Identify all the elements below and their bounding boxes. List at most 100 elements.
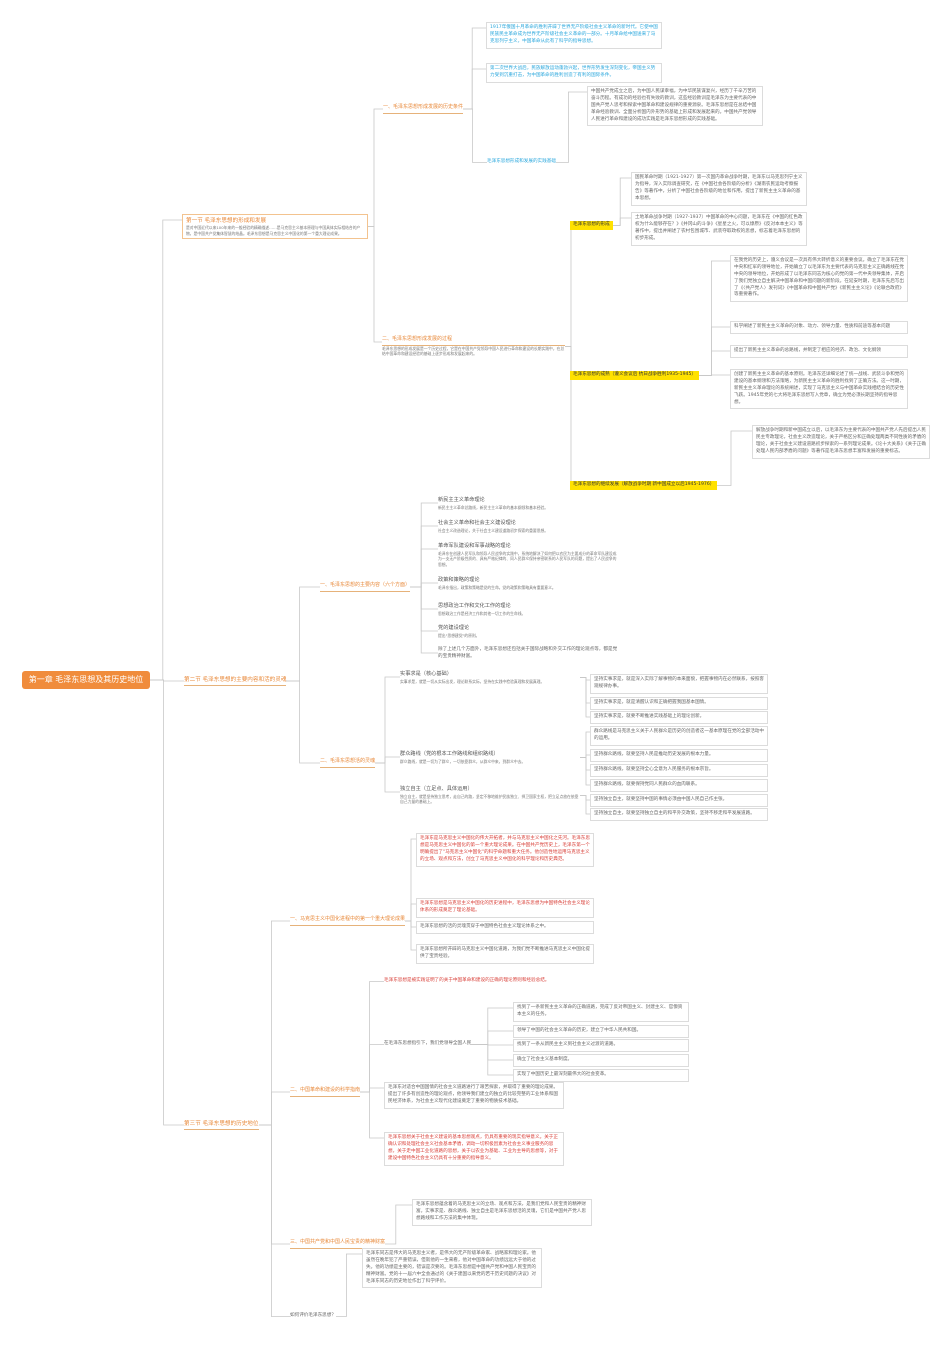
connector-line bbox=[286, 680, 320, 764]
s3b-guide-label[interactable]: 在毛泽东思想指引下，我们党领导全国人民 bbox=[384, 1041, 472, 1046]
connector-line bbox=[375, 762, 400, 793]
soul-item-1-title: 实事求是（核心基础） bbox=[400, 671, 452, 677]
soul-item-1[interactable]: 实事求是（核心基础） 实事求是，就是一切从实际出发，理论联系实际，坚持在实践中检… bbox=[400, 671, 580, 684]
stage2-p3[interactable]: 提出了新民主主义革命的总路线，并制定了相应的经济、政治、文化纲领 bbox=[730, 345, 908, 358]
connector-line bbox=[565, 346, 572, 486]
s3b-item-1[interactable]: 找到了一条新民主主义革命的正确道路，完成了反对帝国主义、封建主义、官僚资本主义的… bbox=[513, 1002, 689, 1022]
evaluation-text[interactable]: 毛泽东同志是伟大的马克思主义者，是伟大的无产阶级革命家、战略家和理论家。他虽然在… bbox=[362, 1248, 542, 1289]
connector-line bbox=[360, 981, 384, 1093]
connector-line bbox=[580, 731, 590, 758]
section3-sub3-title[interactable]: 三、中国共产党和中国人民宝贵的精神财富 bbox=[290, 1239, 386, 1249]
connector-line bbox=[410, 502, 438, 588]
connector-line bbox=[699, 350, 730, 376]
content-item-6-note: 提出"思想建党"的原则。 bbox=[438, 632, 480, 638]
connector-line bbox=[471, 1030, 513, 1045]
stage2-p1[interactable]: 在我党的历史上，遵义会议是一次具有伟大转折意义的重要会议。确立了毛泽东在党中央和… bbox=[730, 255, 908, 303]
s1a-node3[interactable]: 中国共产党成立之后，为中国人民谋幸福，为中华民族谋复兴，经历了千辛万苦的奋斗历程… bbox=[587, 86, 763, 127]
soul-2-child-4[interactable]: 坚持群众路线，就要保持党同人民群众的血肉联系。 bbox=[590, 779, 768, 792]
connector-line bbox=[463, 68, 486, 110]
stage1-period2[interactable]: 土地革命战争时期（1927-1937）中国革命的中心问题，毛泽东在《中国的红色政… bbox=[631, 212, 807, 246]
connector-line bbox=[405, 920, 416, 928]
section2-sub2-title[interactable]: 二、毛泽东思想活的灵魂 bbox=[320, 758, 376, 768]
connector-line bbox=[375, 676, 400, 764]
s1a-node2[interactable]: 第二次世界大战后，民族解放运动蓬勃兴起，世界形势发生深刻变化，帝国主义势力受到沉… bbox=[486, 63, 662, 83]
section1-sub2[interactable]: 二、毛泽东思想形成发展的过程 毛泽东思想的形成发展是一个历史过程，它是在中国共产… bbox=[382, 336, 565, 357]
content-item-2-title: 社会主义革命和社会主义建设理论 bbox=[438, 520, 516, 526]
content-item-1[interactable]: 新民主主义革命理论 新民主主义革命总路线，新民主主义革命的基本纲领和基本经验。 bbox=[438, 497, 618, 510]
stage3-label[interactable]: 毛泽东思想的继续发展（解放战争时期 新中国成立以后1945-1976） bbox=[570, 481, 718, 490]
soul-item-2[interactable]: 群众路线（党的根本工作路线和组织路线） 群众路线，就是一切为了群众，一切依靠群众… bbox=[400, 751, 580, 764]
s3a-p1[interactable]: 毛泽东是马克思主义中国化的伟大开拓者，并与马克思主义中国化之先河。毛泽东思想是马… bbox=[416, 833, 594, 867]
section1-sub1-title[interactable]: 一、毛泽东思想形成发展的历史条件 bbox=[383, 104, 464, 114]
stage3-p1[interactable]: 解放战争时期和新中国成立以后，以毛泽东为主要代表的中国共产党人先后提出人民民主专… bbox=[752, 425, 930, 459]
content-item-6[interactable]: 党的建设理论 提出"思想建党"的原则。 bbox=[438, 625, 618, 638]
s3c-p1[interactable]: 毛泽东思想蕴含着的马克思主义的立场、观点和方法，是我们党和人民宝贵的精神财富。实… bbox=[412, 1199, 592, 1226]
s3b-lead[interactable]: 毛泽东思想是被实践证明了的关于中国革命和建设的正确的理论原则和经验总结。 bbox=[384, 978, 550, 983]
s3b-item-2[interactable]: 领导了中国的社会主义革命的历史，建立了中华人民共和国。 bbox=[513, 1025, 689, 1038]
soul-2-child-3[interactable]: 坚持群众路线，就要坚持全心全意为人民服务的根本宗旨。 bbox=[590, 764, 768, 777]
soul-3-child-2[interactable]: 坚持独立自主，就要坚持独立自主的和平外交政策，坚持不移走和平发展道路。 bbox=[590, 808, 768, 821]
connector-line bbox=[410, 525, 438, 588]
connector-line bbox=[360, 1091, 384, 1139]
root-node[interactable]: 第一章 毛泽东思想及其历史地位 bbox=[22, 671, 150, 690]
s3b-item-4[interactable]: 确立了社会主义基本制度。 bbox=[513, 1054, 689, 1067]
connector-line bbox=[410, 586, 438, 610]
stage2-p2[interactable]: 科学阐述了新民主主义革命的对象、动力、领导力量、性质和前途等基本问题 bbox=[730, 321, 908, 334]
stage2-label[interactable]: 毛泽东思想的成熟（遵义会议后 抗日战争胜利1935-1945） bbox=[570, 371, 699, 380]
connector-line bbox=[150, 679, 184, 1126]
soul-3-child-1[interactable]: 坚持独立自主，就要坚持中国的事情必须由中国人民自己作主张。 bbox=[590, 794, 768, 807]
stage1-label[interactable]: 毛泽东思想的形成 bbox=[570, 221, 613, 230]
soul-item-3-note: 独立自主，就是坚持独立思考，走自己的路，坚定不移地维护民族独立、捍卫国家主权，把… bbox=[400, 793, 579, 805]
connector-line bbox=[405, 838, 416, 922]
section1-node[interactable]: 第一节 毛泽东思想的形成和发展 是对中国近代以来100年来的一般经验的精确描述…… bbox=[182, 214, 368, 240]
connector-line bbox=[717, 430, 752, 486]
s3b-p1[interactable]: 毛泽东对适合中国国情的社会主义道路进行了艰苦探索，并取得了重要的理论成果。提出了… bbox=[384, 1082, 564, 1109]
section2-title[interactable]: 第二节 毛泽东思想的主要内容和活的灵魂 bbox=[184, 676, 287, 687]
soul-1-child-2[interactable]: 坚持实事求是，就是清醒认识和正确把握我国基本国情。 bbox=[590, 697, 768, 710]
connector-line bbox=[471, 1044, 513, 1076]
connector-line bbox=[580, 795, 590, 815]
s3a-p2[interactable]: 毛泽东思想是马克思主义中国化的历史进程中，毛泽东思想为中国特色社会主义理论体系的… bbox=[416, 898, 594, 918]
connector-line bbox=[556, 91, 587, 163]
soul-2-child-2[interactable]: 坚持群众路线，就要坚持人民是推动历史发展的根本力量。 bbox=[590, 749, 768, 762]
s3a-p4[interactable]: 毛泽东思想所开辟的马克思主义中国化道路，为我们党不断推进马克思主义中国化提供了宝… bbox=[416, 944, 594, 964]
connector-line bbox=[259, 1124, 290, 1317]
content-item-3[interactable]: 革命军队建设和军事战略的理论 毛泽东在创建人民军队和领导人民战争的实践中，系统地… bbox=[438, 543, 618, 567]
connector-line bbox=[375, 756, 400, 764]
s1a-branch-label[interactable]: 毛泽东思想形成和发展的实践基础 bbox=[487, 159, 556, 164]
connector-line bbox=[580, 754, 590, 758]
s3a-p3[interactable]: 毛泽东思想的活的灵魂贯穿于中国特色社会主义理论体系之中。 bbox=[416, 921, 594, 934]
soul-1-child-3[interactable]: 坚持实事求是，就要不断推进实践基础上的理论创新。 bbox=[590, 711, 768, 724]
soul-1-child-1[interactable]: 坚持实事求是，就是深入实际了解事物的本来面貌，把握事物内在必然联系，按照客观规律… bbox=[590, 674, 768, 694]
connector-line bbox=[471, 1007, 513, 1045]
connector-line bbox=[699, 326, 730, 376]
connector-line bbox=[580, 795, 590, 801]
content-item-2-note: 社会主义改造理论，关于社会主义建设道路初步探索的重要思想。 bbox=[438, 527, 549, 533]
content-item-3-title: 革命军队建设和军事战略的理论 bbox=[438, 543, 511, 549]
section2-sub1-title[interactable]: 一、毛泽东思想的主要内容（六个方面） bbox=[320, 582, 411, 592]
s3b-item-3[interactable]: 找到了一条从新民主主义到社会主义过渡的道路。 bbox=[513, 1039, 689, 1052]
section3-sub2-title[interactable]: 二、中国革命和建设的科学指南 bbox=[290, 1087, 361, 1097]
content-item-5[interactable]: 思想政治工作和文化工作的理论 思想政治工作是经济工作和其他一切工作的生命线。 bbox=[438, 603, 618, 616]
section3-sub1-title[interactable]: 一、马克思主义中国化进程中的第一个重大理论成果 bbox=[290, 916, 406, 926]
evaluation-title[interactable]: 如何评价毛泽东思想？ bbox=[290, 1313, 336, 1318]
connector-line bbox=[613, 177, 631, 226]
connector-line bbox=[463, 108, 487, 163]
s3b-p2[interactable]: 毛泽东思想关于社会主义建设的基本思想观点，仍具有重要的现实指导意义。关于正确认识… bbox=[384, 1132, 564, 1166]
content-footer[interactable]: 除了上述几个方面外，毛泽东思想还包括关于国际战略和外交工作的理论观点等，都是党的… bbox=[438, 647, 618, 659]
connector-line bbox=[613, 217, 631, 226]
section3-title[interactable]: 第三节 毛泽东思想的历史地位 bbox=[184, 1120, 259, 1131]
content-item-4[interactable]: 政策和策略的理论 毛泽东指出，政策和策略是党的生命。党的政策和策略具有重要意义。 bbox=[438, 577, 618, 590]
connector-line bbox=[580, 677, 590, 718]
content-item-4-note: 毛泽东指出，政策和策略是党的生命。党的政策和策略具有重要意义。 bbox=[438, 584, 556, 590]
stage1-period1[interactable]: 国民革命时期（1921-1927）第一次国内革命战争时期，毛泽东以马克思列宁主义… bbox=[631, 172, 807, 206]
stage2-p4[interactable]: 创建了新民主主义革命的基本原则。毛泽东还详细论述了统一战线、武装斗争和党的建设的… bbox=[730, 369, 908, 410]
soul-item-3[interactable]: 独立自主（立足点、具体运用） 独立自主，就是坚持独立思考，走自己的路，坚定不移地… bbox=[400, 786, 580, 805]
s1a-node1[interactable]: 1917年俄国十月革命的胜利开辟了世界无产阶级社会主义革命的新时代。它使中国民族… bbox=[486, 22, 662, 49]
connector-line bbox=[471, 1044, 513, 1061]
soul-2-child-1[interactable]: 群众路线是马克思主义关于人民群众是历史的创造者这一基本原理在党的全部活动中的运用… bbox=[590, 726, 768, 746]
section1-title: 第一节 毛泽东思想的形成和发展 bbox=[186, 218, 267, 224]
content-item-5-note: 思想政治工作是经济工作和其他一切工作的生命线。 bbox=[438, 610, 526, 616]
content-item-2[interactable]: 社会主义革命和社会主义建设理论 社会主义改造理论，关于社会主义建设道路初步探索的… bbox=[438, 520, 618, 533]
s3b-item-5[interactable]: 实现了中国历史上最深刻最伟大的社会变革。 bbox=[513, 1069, 689, 1082]
